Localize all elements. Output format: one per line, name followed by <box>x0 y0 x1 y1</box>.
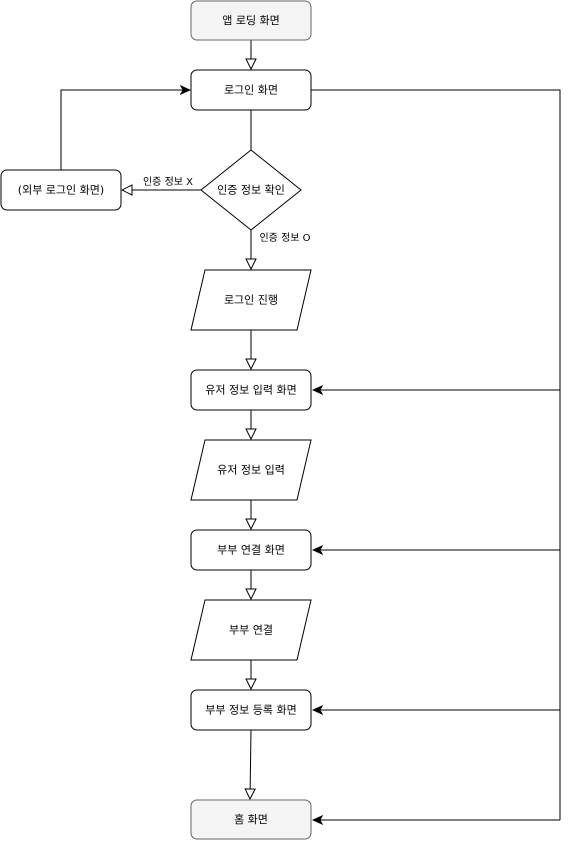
node-external-login-label: (외부 로그인 화면) <box>18 184 104 197</box>
node-user-info-screen-label: 유저 정보 입력 화면 <box>205 384 296 397</box>
node-couple-connect-screen: 부부 연결 화면 <box>190 529 312 571</box>
node-auth-check-label: 인증 정보 확인 <box>217 184 285 197</box>
node-login-process: 로그인 진행 <box>190 269 312 331</box>
node-couple-connect-label: 부부 연결 <box>229 624 273 637</box>
edge-right-bus <box>311 89 561 820</box>
node-auth-check: 인증 정보 확인 <box>200 149 302 231</box>
node-couple-connect-screen-label: 부부 연결 화면 <box>217 544 285 557</box>
edge-label-auth-no: 인증 정보 X <box>143 176 193 188</box>
edge-label-auth-yes: 인증 정보 O <box>259 232 310 244</box>
node-home-screen-label: 홈 화면 <box>234 812 268 826</box>
node-user-info-screen: 유저 정보 입력 화면 <box>190 369 312 411</box>
node-app-loading: 앱 로딩 화면 <box>190 0 312 41</box>
node-login-process-label: 로그인 진행 <box>224 294 278 307</box>
edge-external-to-login <box>60 90 190 170</box>
node-user-info-input-label: 유저 정보 입력 <box>217 464 285 477</box>
node-user-info-input: 유저 정보 입력 <box>190 439 312 501</box>
node-app-loading-label: 앱 로딩 화면 <box>222 14 280 27</box>
node-couple-register-screen: 부부 정보 등록 화면 <box>190 689 312 731</box>
node-couple-register-screen-label: 부부 정보 등록 화면 <box>205 704 296 717</box>
node-couple-connect: 부부 연결 <box>190 599 312 661</box>
node-login-screen-label: 로그인 화면 <box>224 84 278 97</box>
edges <box>60 40 561 820</box>
edge-register-to-home <box>250 729 251 799</box>
node-login-screen: 로그인 화면 <box>190 69 312 111</box>
node-external-login: (외부 로그인 화면) <box>0 169 122 211</box>
node-home-screen: 홈 화면 <box>190 799 312 840</box>
